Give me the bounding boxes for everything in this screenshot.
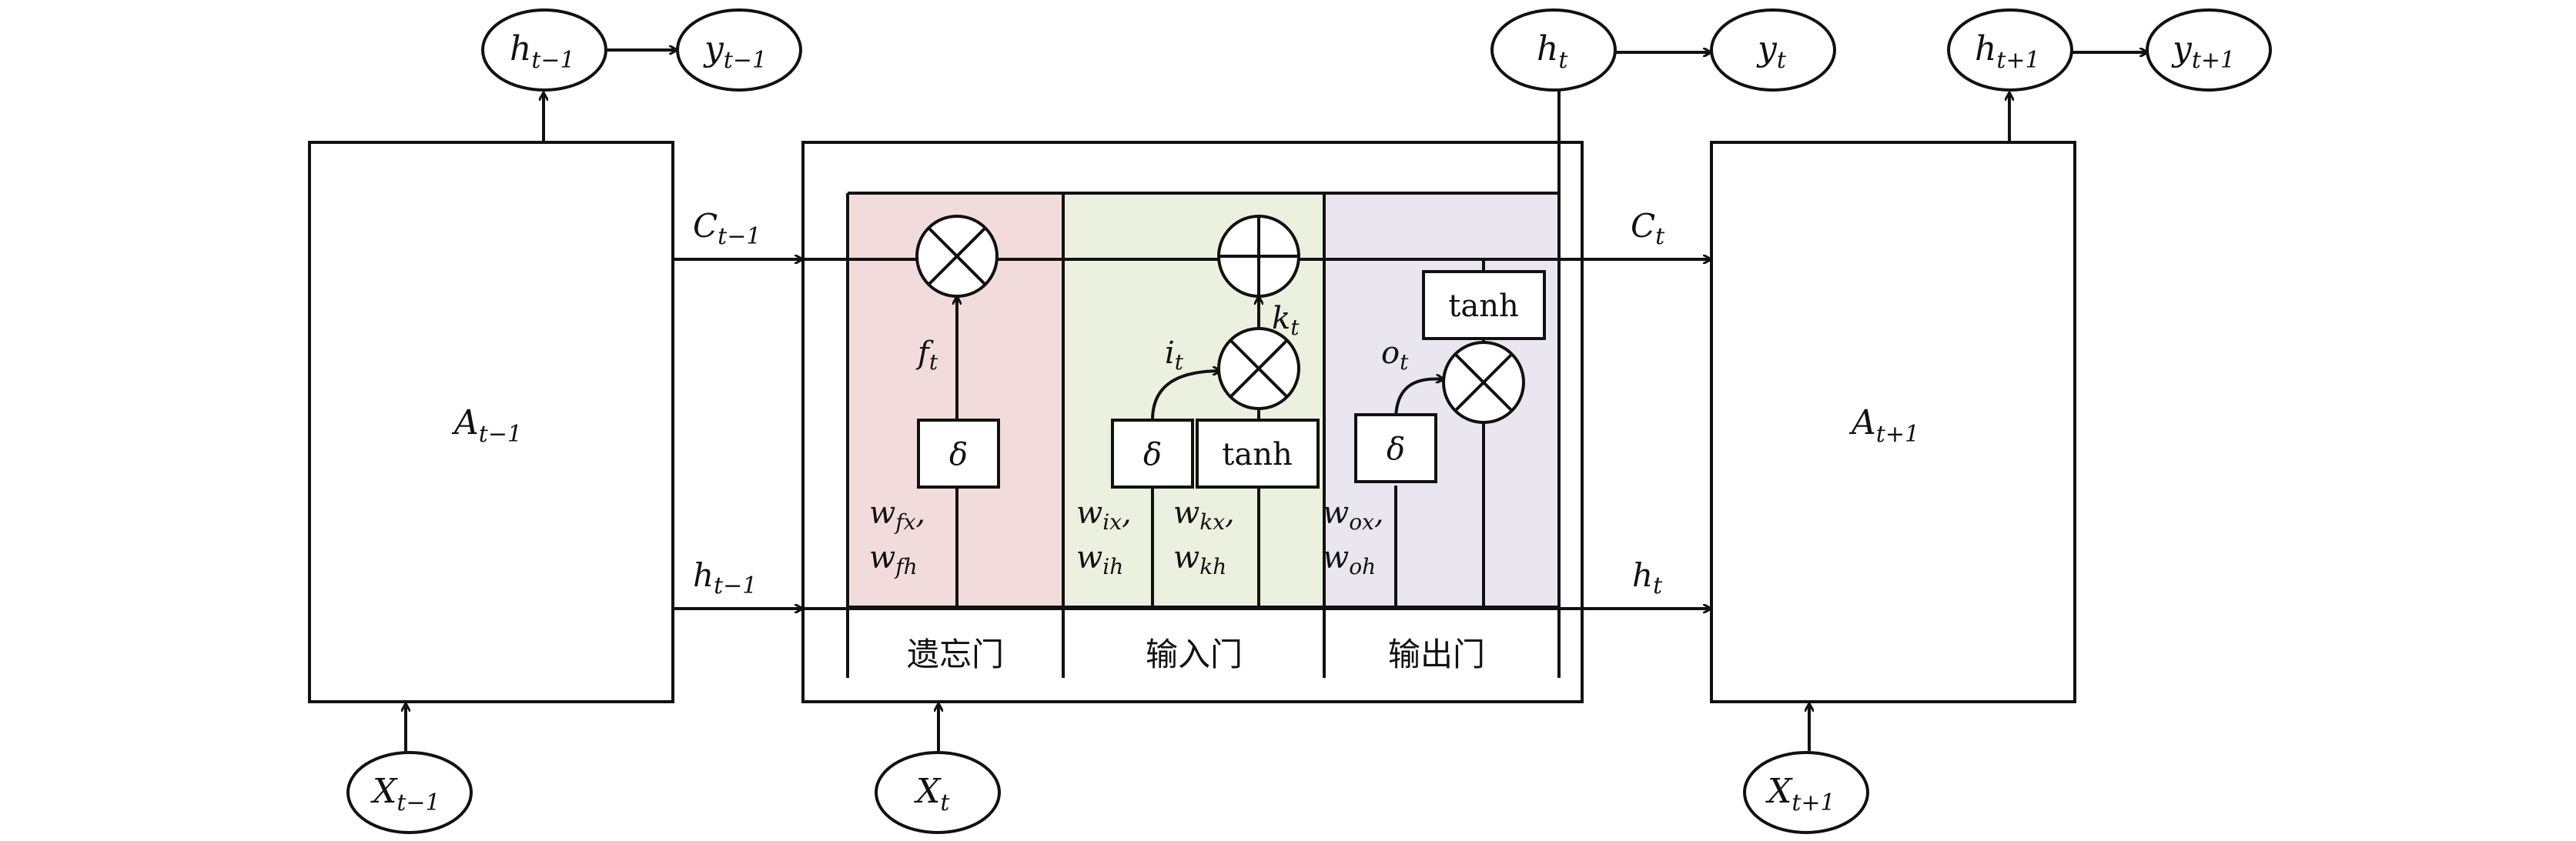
gate-name-forget: 遗忘门 (907, 636, 1004, 673)
forget-sigma-box: δ (917, 419, 1000, 489)
output-multiply-op (1442, 341, 1525, 424)
svg-text:δ: δ (949, 437, 968, 472)
input-sigma-box: δ (1111, 419, 1194, 489)
svg-text:Xt+1: Xt+1 (1765, 772, 1835, 816)
svg-text:Xt: Xt (914, 772, 950, 816)
svg-text:yt+1: yt+1 (2171, 29, 2235, 74)
gate-name-output: 输出门 (1388, 636, 1485, 673)
output-node-prev: yt−1 (676, 8, 802, 92)
label-c-in: Ct−1 (693, 207, 761, 250)
svg-text:δ: δ (1143, 437, 1162, 472)
label-ot: ot (1381, 335, 1409, 375)
input-multiply-op (1217, 327, 1300, 410)
input-node-next: Xt+1 (1743, 751, 1869, 834)
label-wfx: wfx, (869, 496, 925, 535)
cell-prev-label: At−1 (451, 403, 522, 448)
main-flow-lines (673, 259, 1711, 609)
cell-current-box (801, 141, 1584, 703)
output-arrows (607, 50, 2148, 52)
output-node-next: yt+1 (2146, 8, 2272, 92)
input-tanh-box: tanh (1196, 419, 1320, 489)
label-c-out: Ct (1631, 207, 1665, 250)
label-wox: wox, (1323, 496, 1384, 535)
cell-next-label: At+1 (1848, 403, 1919, 448)
svg-text:yt: yt (1756, 29, 1787, 74)
label-kt: kt (1272, 301, 1300, 340)
svg-text:yt−1: yt−1 (703, 29, 767, 74)
label-wfh: wfh (869, 540, 918, 579)
label-wix: wix, (1076, 496, 1132, 535)
hidden-arrows (544, 92, 2009, 142)
output-sigma-box: δ (1354, 413, 1437, 483)
svg-text:ht: ht (1537, 29, 1568, 74)
input-node-current: Xt (875, 751, 1001, 834)
label-h-in: ht−1 (693, 556, 757, 599)
forget-multiply-op (915, 215, 999, 298)
hidden-node-next: ht+1 (1947, 8, 2073, 92)
svg-text:ht−1: ht−1 (510, 29, 575, 74)
label-woh: woh (1323, 540, 1376, 579)
output-gate-region (1324, 193, 1559, 607)
output-tanh-box: tanh (1422, 270, 1546, 340)
svg-text:tanh: tanh (1222, 437, 1292, 472)
gate-name-input: 输入门 (1146, 636, 1243, 673)
input-node-prev: Xt−1 (346, 751, 473, 834)
cell-next-box (1710, 141, 2076, 703)
label-h-out: ht (1632, 556, 1663, 599)
hidden-node-prev: ht−1 (481, 8, 607, 92)
label-wih: wih (1076, 540, 1123, 579)
svg-text:tanh: tanh (1448, 289, 1518, 324)
svg-text:ht+1: ht+1 (1975, 29, 2040, 74)
label-wkx: wkx, (1173, 496, 1235, 535)
cell-prev-box (308, 141, 674, 703)
label-it: it (1165, 335, 1184, 375)
cell-add-op (1217, 215, 1300, 298)
input-arrows (406, 703, 1809, 751)
svg-text:δ: δ (1387, 432, 1405, 467)
output-node-current: yt (1710, 8, 1836, 92)
svg-text:Xt−1: Xt−1 (370, 772, 440, 816)
hidden-node-current: ht (1490, 8, 1617, 92)
label-wkh: wkh (1173, 540, 1226, 579)
